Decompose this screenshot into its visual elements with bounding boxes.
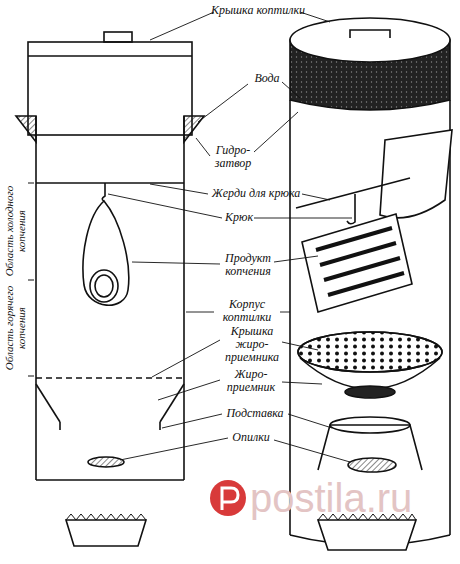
- part-label: Жиро- приемник: [220, 368, 282, 394]
- cutaway-view: [290, 18, 452, 550]
- section-view: [16, 32, 204, 546]
- part-label: Вода: [250, 72, 284, 85]
- part-label: Крюк: [224, 211, 254, 224]
- part-label: Жерди для крюка: [208, 187, 304, 200]
- watermark: postila.ru: [250, 476, 412, 520]
- part-label: Гидро- затвор: [210, 144, 256, 170]
- part-label: Крышка жиро- приемника: [220, 325, 284, 364]
- part-label: Подставка: [222, 407, 288, 420]
- part-label: Корпус коптилки: [214, 298, 280, 324]
- watermark-logo: [210, 480, 246, 516]
- region-label: Область холодного копчения: [3, 182, 27, 280]
- leader-lines: [108, 12, 352, 462]
- region-label: Область горячего копчения: [3, 279, 27, 377]
- part-label: Опилки: [228, 431, 274, 444]
- part-label: Продукт копчения: [220, 252, 276, 278]
- part-label: Крышка коптилки: [210, 4, 306, 17]
